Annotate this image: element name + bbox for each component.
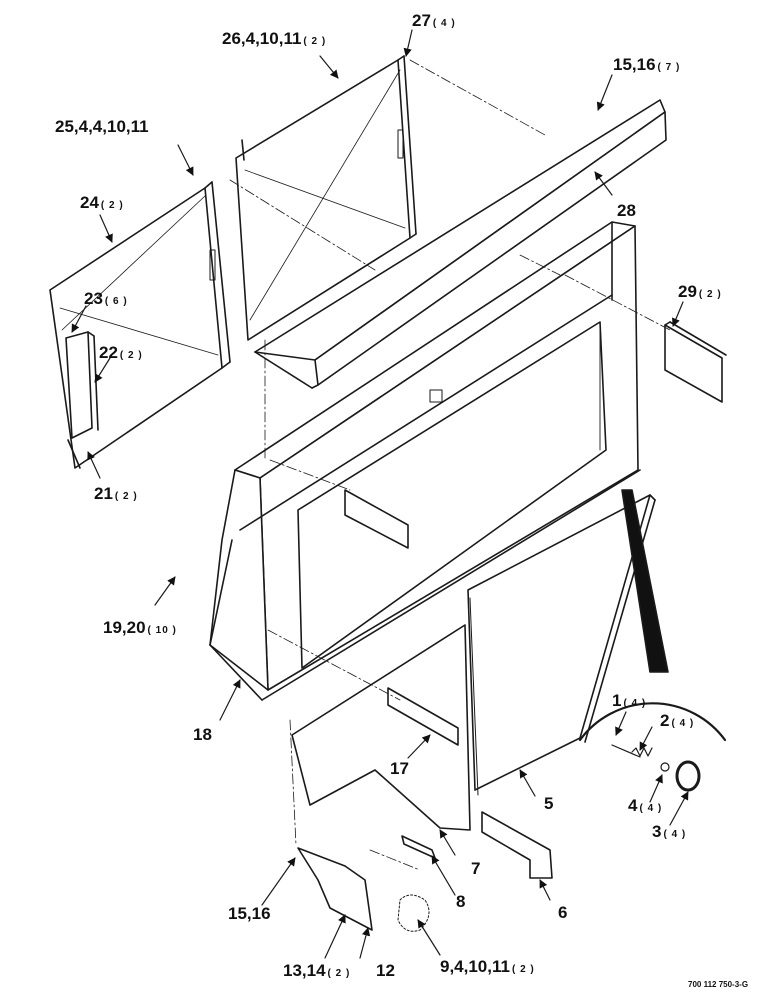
callout-23: 23( 6 ): [84, 290, 128, 307]
callout-number: 26,4,10,11: [222, 29, 302, 48]
callout-number: 12: [376, 961, 395, 980]
bracket-17: [387, 687, 459, 746]
callout-4: 4( 4 ): [628, 797, 662, 814]
callout-number: 19,20: [103, 618, 146, 637]
callout-number: 15,16: [613, 55, 656, 74]
callout-number: 24: [80, 193, 99, 212]
callout-number: 2: [660, 711, 670, 730]
callout-2: 2( 4 ): [660, 712, 694, 729]
figure-id: 700 112 750-3-G: [688, 980, 749, 989]
latch-detail-circle: [578, 489, 727, 792]
callout-qty: ( 7 ): [657, 62, 681, 73]
callout-number: 4: [628, 796, 638, 815]
lower-panel-5: [467, 494, 656, 796]
callout-number: 29: [678, 282, 697, 301]
callout-qty: ( 2 ): [511, 964, 535, 975]
callout-18: 18: [193, 726, 214, 743]
callout-24: 24( 2 ): [80, 194, 124, 211]
callout-17: 17: [390, 760, 411, 777]
callout-21: 21( 2 ): [94, 485, 138, 502]
lower-bracket-12: [297, 847, 373, 931]
lower-panel-7: [291, 624, 471, 831]
callout-qty: ( 2 ): [698, 289, 722, 300]
callout-number: 13,14: [283, 961, 326, 980]
callout-qty: ( 2 ): [114, 491, 138, 502]
callout-28: 28: [617, 202, 638, 219]
callout-8: 8: [456, 893, 467, 910]
hinge-plate: [344, 489, 409, 549]
callout-number: 22: [99, 343, 118, 362]
callout-13-14: 13,14( 2 ): [283, 962, 350, 979]
callout-qty: ( 10 ): [147, 625, 177, 636]
callout-7: 7: [471, 860, 482, 877]
callout-number: 21: [94, 484, 113, 503]
callout-number: 6: [558, 903, 568, 922]
callout-number: 23: [84, 289, 103, 308]
plate-29: [664, 321, 727, 403]
callout-22: 22( 2 ): [99, 344, 143, 361]
callout-number: 17: [390, 759, 409, 778]
callout-qty: ( 2 ): [303, 36, 327, 47]
callout-number: 1: [612, 691, 622, 710]
callout-number: 28: [617, 201, 636, 220]
callout-15-16-bottom: 15,16: [228, 905, 273, 922]
callout-qty: ( 6 ): [104, 296, 128, 307]
callout-qty: ( 2 ): [119, 350, 143, 361]
callout-qty: ( 4 ): [663, 829, 687, 840]
callout-qty: ( 4 ): [671, 718, 695, 729]
bracket-6: [481, 811, 553, 879]
callout-26: 26,4,10,11( 2 ): [222, 30, 326, 47]
callout-27: 27( 4 ): [412, 12, 456, 29]
callout-5: 5: [544, 795, 555, 812]
door-panel-24: [49, 181, 231, 469]
callout-12: 12: [376, 962, 397, 979]
callout-1: 1( 4 ): [612, 692, 646, 709]
callout-number: 9,4,10,11: [440, 957, 510, 976]
callout-29: 29( 2 ): [678, 283, 722, 300]
callout-15-16-top: 15,16( 7 ): [613, 56, 680, 73]
callout-25: 25,4,4,10,11: [55, 118, 151, 135]
callout-number: 18: [193, 725, 212, 744]
callout-number: 7: [471, 859, 481, 878]
callout-qty: ( 2 ): [100, 200, 124, 211]
strip-8: [401, 835, 436, 859]
callout-number: 27: [412, 11, 431, 30]
callout-number: 8: [456, 892, 466, 911]
callout-number: 5: [544, 794, 554, 813]
hardware-cluster-9: [397, 894, 430, 932]
top-angle-28: [254, 99, 667, 389]
leader-arrows: [71, 29, 689, 959]
callout-qty: ( 4 ): [639, 803, 663, 814]
centerlines: [229, 59, 671, 871]
callout-19-20: 19,20( 10 ): [103, 619, 177, 636]
main-frame-18: [209, 221, 641, 701]
callout-number: 25,4,4,10,11: [55, 117, 149, 136]
callout-number: 3: [652, 822, 662, 841]
callout-6: 6: [558, 904, 569, 921]
callout-9: 9,4,10,11( 2 ): [440, 958, 535, 975]
callout-3: 3( 4 ): [652, 823, 686, 840]
callout-number: 15,16: [228, 904, 271, 923]
callout-qty: ( 2 ): [327, 968, 351, 979]
door-panel-26: [235, 55, 417, 341]
callout-qty: ( 4 ): [432, 18, 456, 29]
callout-qty: ( 4 ): [623, 698, 647, 709]
